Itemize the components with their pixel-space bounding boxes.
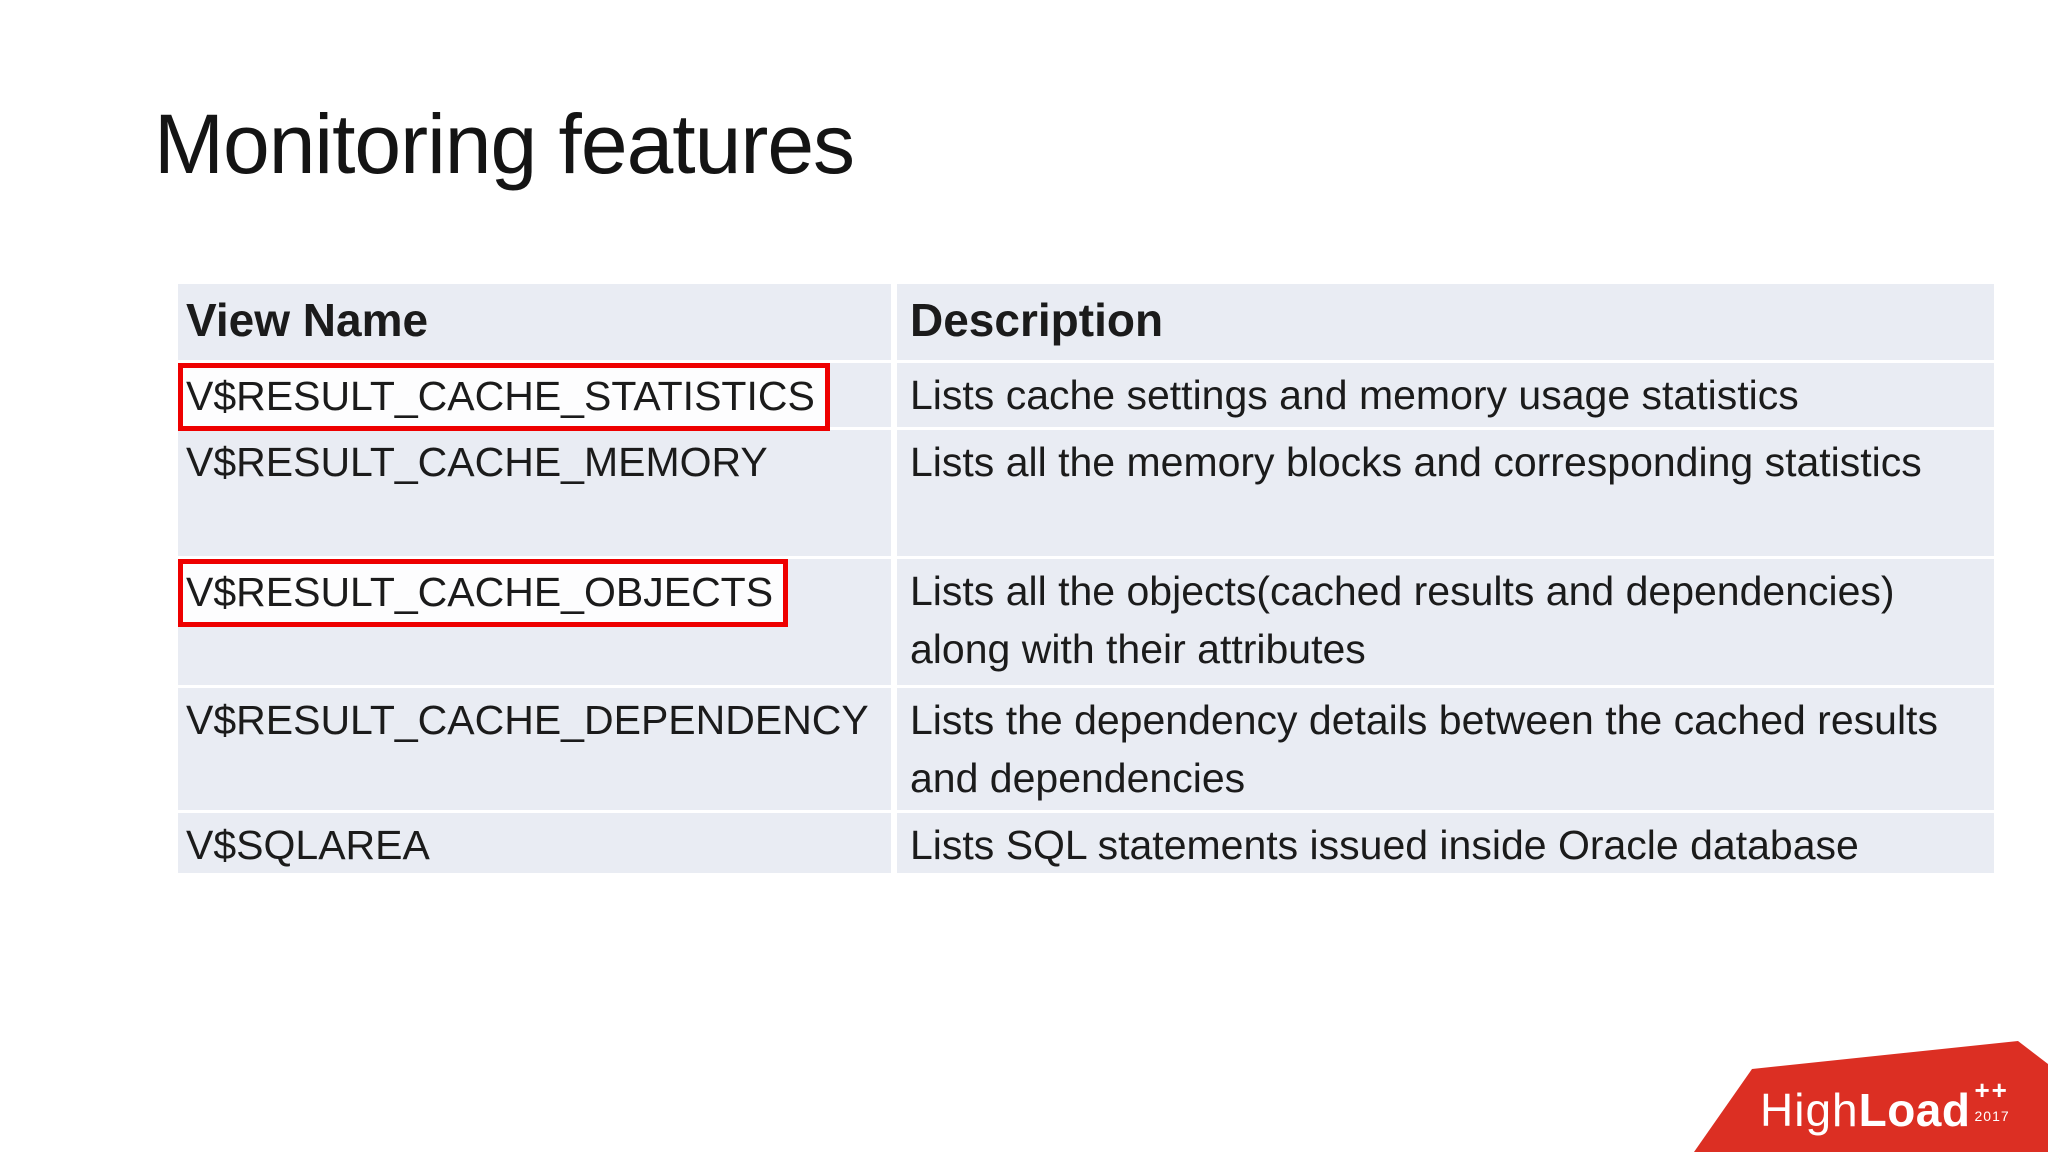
slide-title: Monitoring features [154, 97, 855, 191]
view-name-cell: V$RESULT_CACHE_OBJECTS [178, 559, 897, 685]
logo-brand-bold: Load [1858, 1084, 1971, 1136]
monitoring-views-table: View Name Description V$RESULT_CACHE_STA… [178, 284, 1994, 873]
view-name-text: V$SQLAREA [186, 822, 430, 868]
view-name-text: V$RESULT_CACHE_MEMORY [186, 439, 768, 485]
logo-plus-plus: ++ [1974, 1075, 2009, 1105]
table-row: V$SQLAREA Lists SQL statements issued in… [178, 813, 1994, 873]
table-row: V$RESULT_CACHE_STATISTICS Lists cache se… [178, 363, 1994, 431]
table-row: V$RESULT_CACHE_MEMORY Lists all the memo… [178, 430, 1994, 559]
column-header-description: Description [897, 284, 1994, 360]
table-header-row: View Name Description [178, 284, 1994, 363]
table-row: V$RESULT_CACHE_OBJECTS Lists all the obj… [178, 559, 1994, 688]
description-cell: Lists all the objects(cached results and… [897, 559, 1994, 685]
description-cell: Lists SQL statements issued inside Oracl… [897, 813, 1994, 873]
view-name-text: V$RESULT_CACHE_DEPENDENCY [186, 697, 869, 743]
highload-logo-shape [1694, 1041, 2048, 1152]
view-name-cell: V$RESULT_CACHE_MEMORY [178, 430, 897, 556]
table-row: V$RESULT_CACHE_DEPENDENCY Lists the depe… [178, 688, 1994, 813]
logo-brand-light: High [1760, 1084, 1859, 1136]
view-name-text: V$RESULT_CACHE_OBJECTS [178, 559, 789, 627]
column-header-view-name: View Name [178, 284, 897, 360]
view-name-text: V$RESULT_CACHE_STATISTICS [178, 363, 830, 431]
logo-superscript-block: ++ 2017 [1975, 1077, 2010, 1124]
view-name-cell: V$SQLAREA [178, 813, 897, 873]
description-cell: Lists all the memory blocks and correspo… [897, 430, 1994, 556]
view-name-cell: V$RESULT_CACHE_STATISTICS [178, 363, 897, 431]
description-cell: Lists cache settings and memory usage st… [897, 363, 1994, 427]
view-name-cell: V$RESULT_CACHE_DEPENDENCY [178, 688, 897, 810]
description-cell: Lists the dependency details between the… [897, 688, 1994, 810]
logo-year: 2017 [1974, 1108, 2010, 1124]
